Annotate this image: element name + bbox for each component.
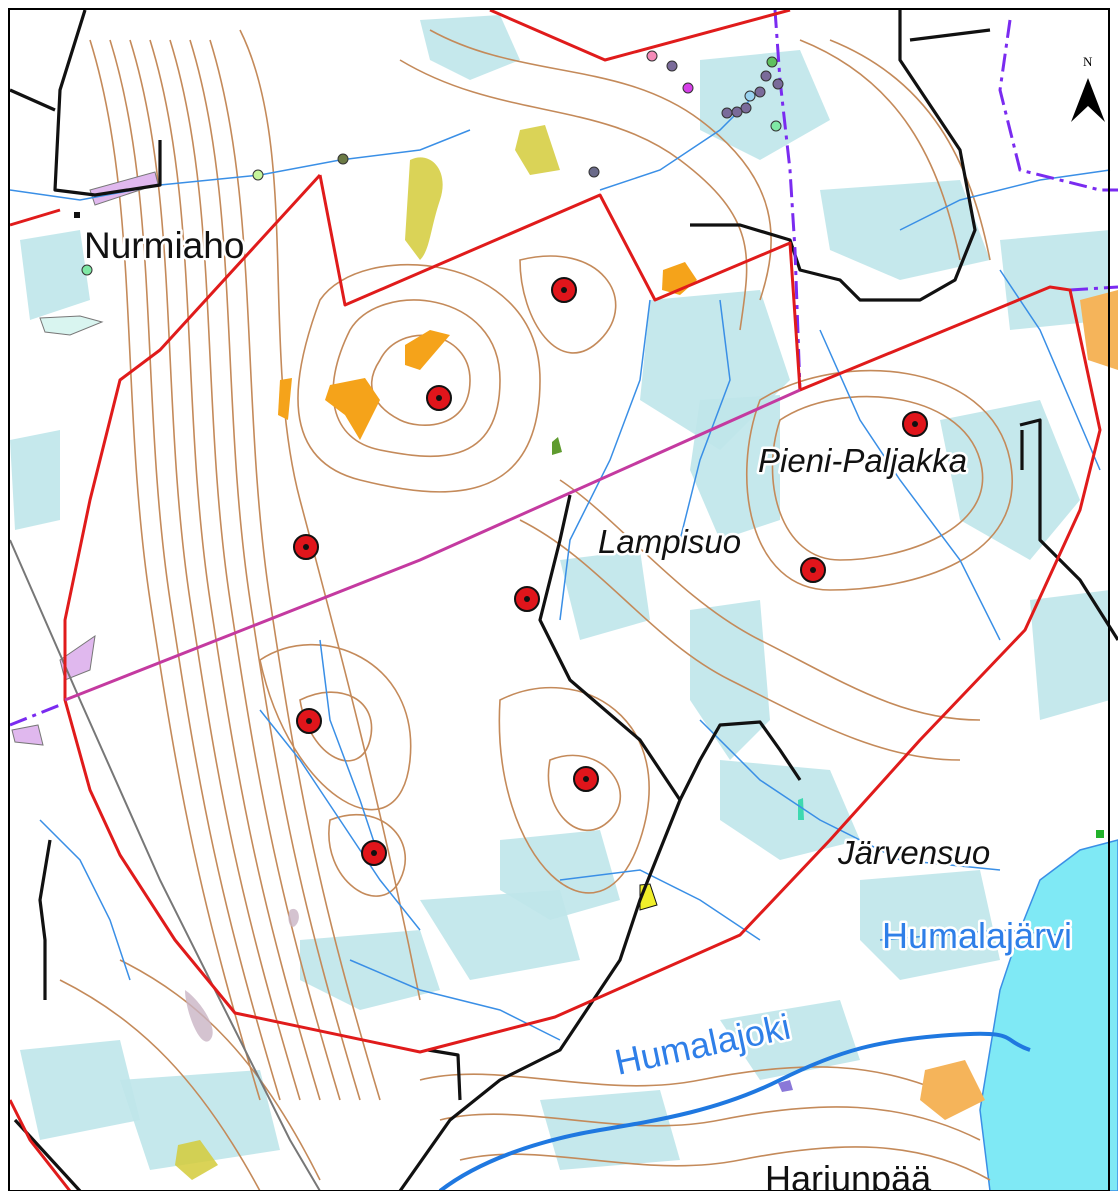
turbine-marker[interactable]	[296, 708, 322, 734]
north-arrow-icon: N	[1071, 54, 1105, 122]
turbine-marker[interactable]	[293, 534, 319, 560]
turbine-marker[interactable]	[573, 766, 599, 792]
wetland-areas	[10, 15, 1110, 1170]
turbine-marker[interactable]	[514, 586, 540, 612]
turbine-marker[interactable]	[902, 411, 928, 437]
place-label-lampisuo: Lampisuo	[598, 523, 741, 560]
contour-lines	[59, 29, 1013, 1191]
observation-points[interactable]	[74, 50, 1104, 838]
lake-humalajarvi	[979, 839, 1118, 1191]
power-line	[9, 539, 321, 1191]
map-frame	[8, 8, 1110, 1191]
north-arrow-label: N	[1083, 54, 1093, 69]
roads	[9, 9, 1118, 1191]
admin-boundaries	[9, 9, 1118, 727]
place-label-jarvensuo: Järvensuo	[837, 834, 990, 871]
project-boundary[interactable]	[8, 8, 1102, 1191]
turbine-marker[interactable]	[551, 277, 577, 303]
place-label-pieni-paljakka: Pieni-Paljakka	[758, 442, 967, 479]
turbine-markers[interactable]	[293, 277, 928, 866]
turbine-marker[interactable]	[426, 385, 452, 411]
river-humalajoki	[438, 1031, 1031, 1191]
turbine-marker[interactable]	[800, 557, 826, 583]
place-label-harjunpaa: Harjunpää	[765, 1158, 932, 1191]
place-label-nurmiaho: Nurmiaho	[84, 225, 244, 266]
place-label-humalajarvi: Humalajärvi	[882, 915, 1072, 956]
turbine-marker[interactable]	[361, 840, 387, 866]
